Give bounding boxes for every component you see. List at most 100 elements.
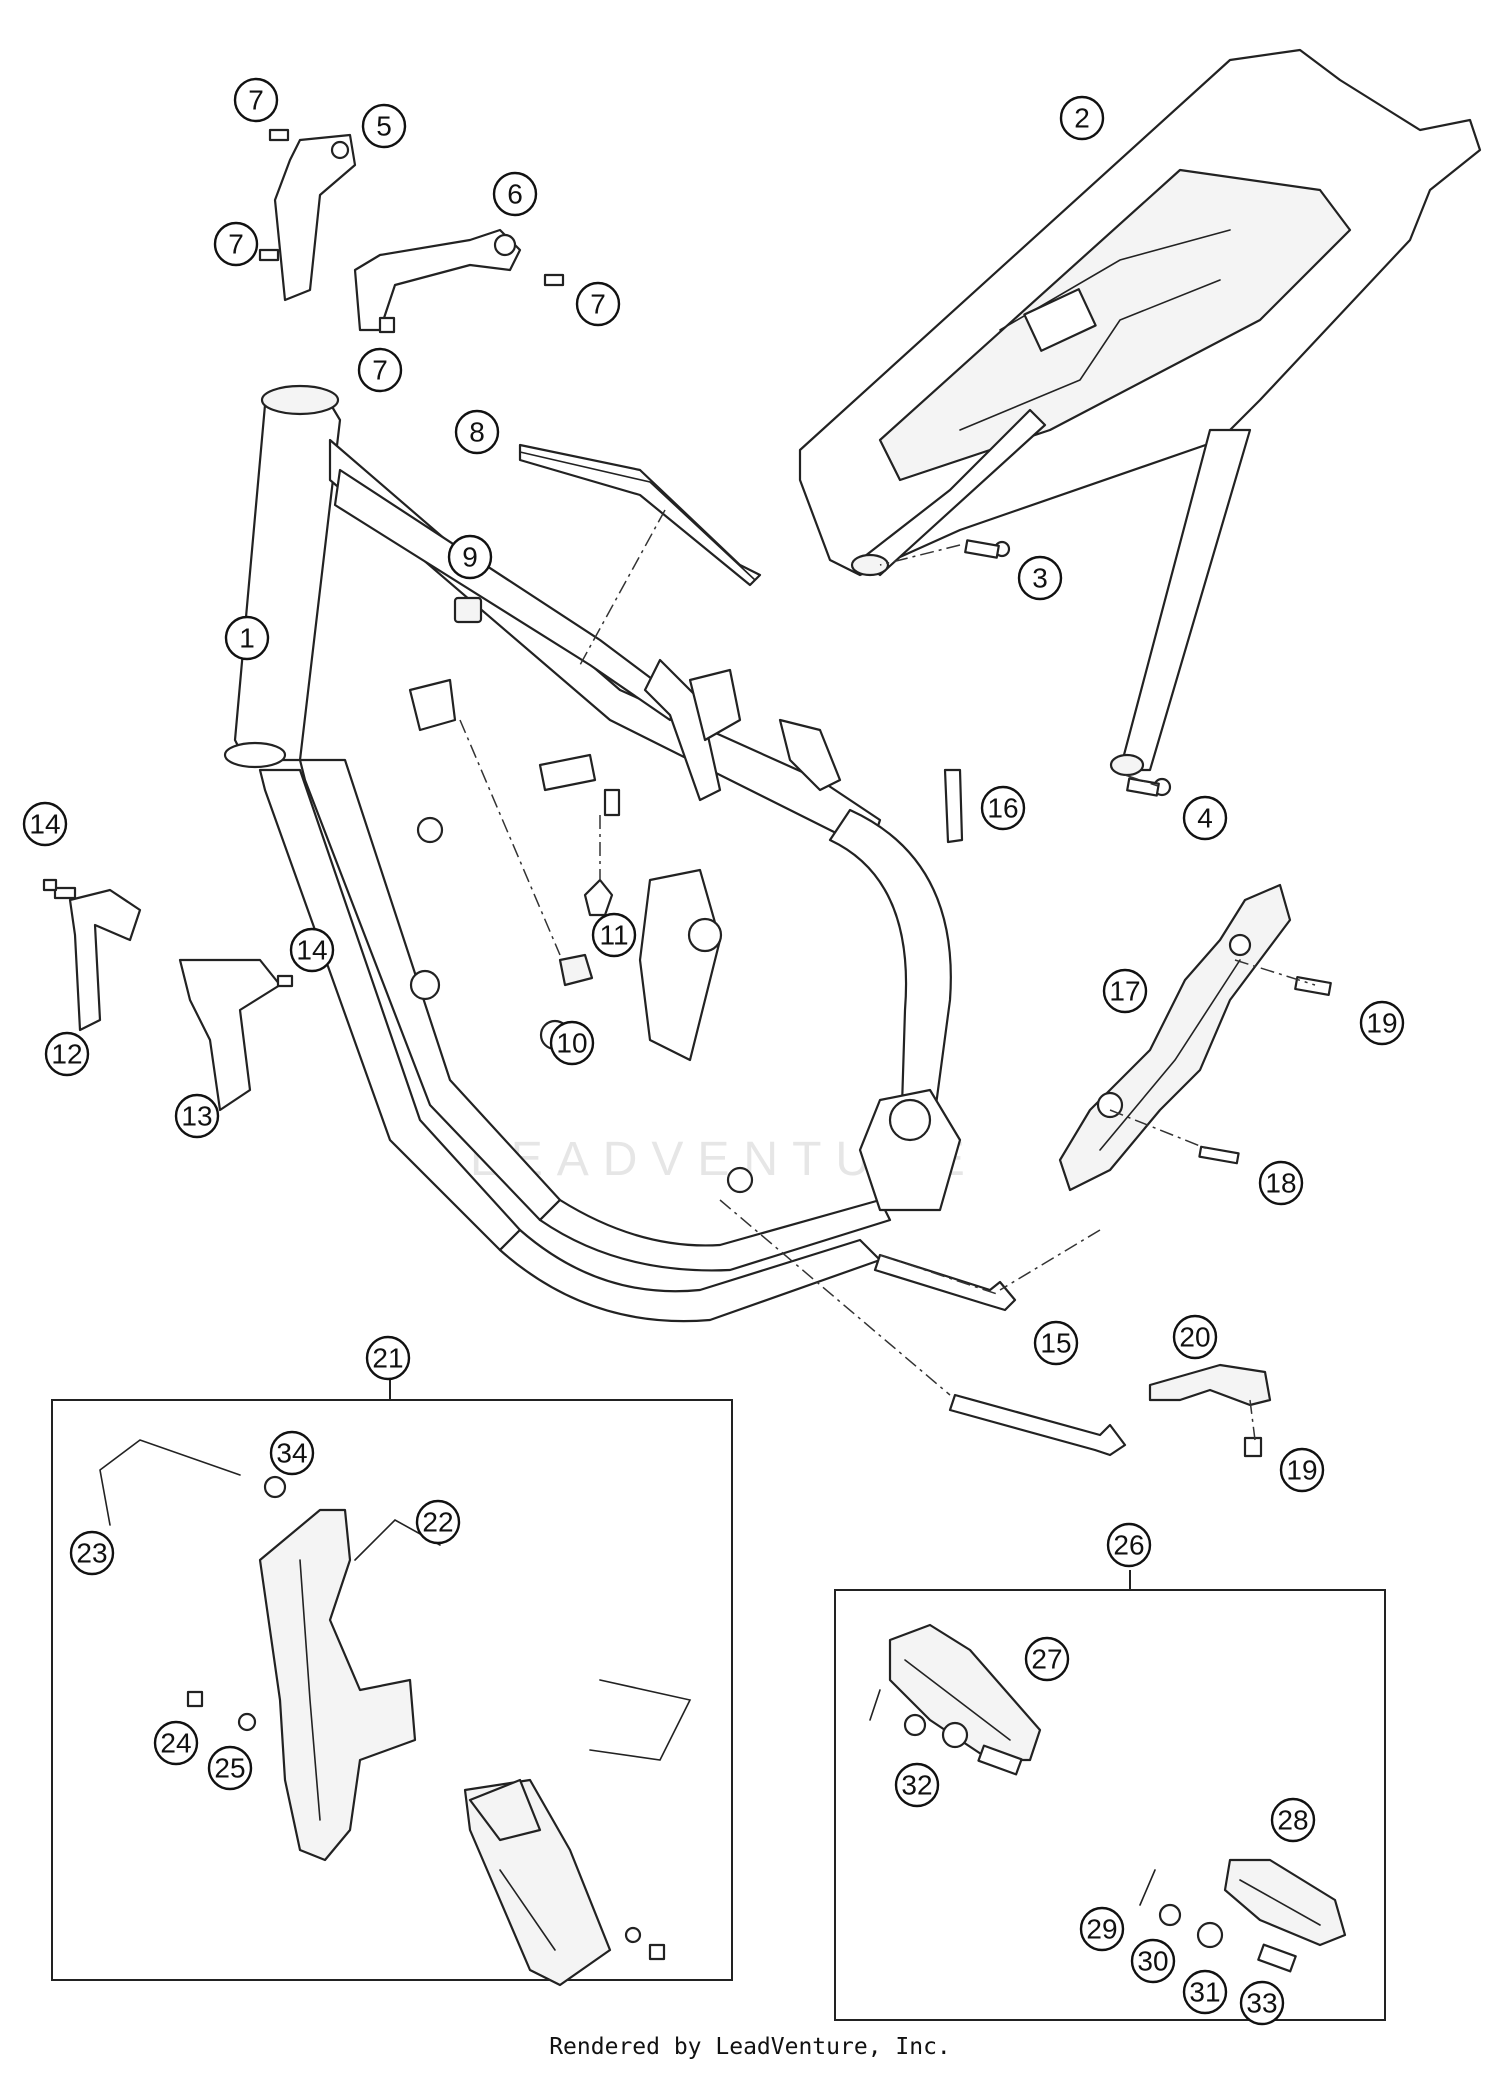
- callout-2: 2: [1059, 95, 1105, 141]
- strap-16: [943, 768, 964, 844]
- svg-text:1: 1: [239, 623, 255, 654]
- svg-text:31: 31: [1189, 1977, 1220, 2008]
- callout-4: 4: [1182, 795, 1228, 841]
- svg-text:7: 7: [228, 229, 244, 260]
- callout-9: 9: [447, 534, 493, 580]
- guide-20: [1148, 1363, 1272, 1407]
- svg-text:5: 5: [376, 111, 392, 142]
- callout-17: 17: [1102, 968, 1148, 1014]
- callout-15: 15: [1033, 1320, 1079, 1366]
- svg-text:34: 34: [276, 1438, 307, 1469]
- frame-guard-right: [463, 1778, 612, 1987]
- callout-14-right: 14: [289, 927, 335, 973]
- svg-text:9: 9: [462, 542, 478, 573]
- svg-text:16: 16: [987, 793, 1018, 824]
- bolt-3: [964, 539, 1011, 559]
- callout-7-left: 7: [213, 221, 259, 267]
- cotter-kit26-left: [869, 1689, 881, 1721]
- svg-text:11: 11: [599, 920, 628, 951]
- cotter-29: [1139, 1869, 1156, 1906]
- callout-3: 3: [1017, 555, 1063, 601]
- cable-8: [518, 443, 762, 587]
- callout-12: 12: [44, 1031, 90, 1077]
- engine-brace-5: [273, 133, 357, 302]
- bolts-14: [42, 878, 294, 988]
- svg-text:17: 17: [1109, 976, 1140, 1007]
- svg-text:7: 7: [590, 289, 606, 320]
- svg-text:28: 28: [1277, 1805, 1308, 1836]
- bracket-13: [178, 958, 282, 1112]
- callout-30: 30: [1130, 1938, 1176, 1984]
- callout-23: 23: [69, 1530, 115, 1576]
- callout-7-bottom: 7: [357, 347, 403, 393]
- pin-33: [1257, 1943, 1297, 1973]
- svg-text:30: 30: [1137, 1946, 1168, 1977]
- callout-10: 10: [549, 1020, 595, 1066]
- svg-text:22: 22: [422, 1507, 453, 1538]
- svg-text:14: 14: [29, 809, 60, 840]
- callout-25: 25: [207, 1745, 253, 1791]
- chain-slider-17: [1058, 883, 1292, 1192]
- callout-20: 20: [1172, 1314, 1218, 1360]
- callout-34: 34: [269, 1430, 315, 1476]
- main-frame: [223, 384, 962, 1323]
- svg-text:10: 10: [556, 1028, 587, 1059]
- svg-text:33: 33: [1246, 1988, 1277, 2019]
- callout-13: 13: [174, 1093, 220, 1139]
- callout-33: 33: [1239, 1980, 1285, 2026]
- fastener-11: [583, 788, 621, 917]
- spring-32: [941, 1721, 969, 1749]
- engine-brace-6: [353, 228, 522, 332]
- svg-text:8: 8: [469, 417, 485, 448]
- pin-kit26-left: [977, 1744, 1023, 1776]
- bracket-12: [53, 886, 142, 1032]
- svg-text:7: 7: [372, 355, 388, 386]
- svg-text:20: 20: [1179, 1322, 1210, 1353]
- callout-22: 22: [415, 1499, 461, 1545]
- callout-16: 16: [980, 785, 1026, 831]
- bolt-19b: [1243, 1436, 1263, 1458]
- svg-text:27: 27: [1031, 1644, 1062, 1675]
- callout-19-lower: 19: [1279, 1447, 1325, 1493]
- callout-7-right: 7: [575, 281, 621, 327]
- svg-text:4: 4: [1197, 803, 1213, 834]
- callout-5: 5: [361, 103, 407, 149]
- svg-text:26: 26: [1113, 1530, 1144, 1561]
- svg-text:3: 3: [1032, 563, 1048, 594]
- svg-text:7: 7: [248, 85, 264, 116]
- svg-text:19: 19: [1286, 1455, 1317, 1486]
- callout-6: 6: [492, 171, 538, 217]
- rear-subframe: [798, 48, 1482, 777]
- svg-text:21: 21: [372, 1343, 403, 1374]
- bolt-19a: [1294, 976, 1332, 996]
- spring-31: [1196, 1921, 1224, 1949]
- bolts-7: [258, 128, 565, 334]
- footpeg-27: [888, 1623, 1042, 1762]
- svg-text:15: 15: [1040, 1328, 1071, 1359]
- screws-kit-bottom: [624, 1926, 666, 1961]
- callout-18: 18: [1258, 1160, 1304, 1206]
- svg-text:19: 19: [1366, 1008, 1397, 1039]
- svg-text:18: 18: [1265, 1168, 1296, 1199]
- callout-31: 31: [1182, 1969, 1228, 2015]
- svg-text:13: 13: [181, 1101, 212, 1132]
- washer-kit26-left: [903, 1713, 927, 1737]
- callout-11: 11: [591, 912, 637, 958]
- callout-29: 29: [1079, 1906, 1125, 1952]
- callout-32: 32: [894, 1762, 940, 1808]
- washer-25: [237, 1712, 257, 1732]
- footpeg-28: [1223, 1858, 1347, 1947]
- bolt-15: [873, 1253, 1127, 1457]
- clip-10: [558, 953, 594, 987]
- svg-text:23: 23: [76, 1538, 107, 1569]
- pin-23: [99, 1439, 241, 1526]
- kit-box-21: [51, 1399, 733, 1981]
- bolt-18: [1198, 1145, 1240, 1165]
- callout-21: 21: [365, 1335, 411, 1381]
- callout-27: 27: [1024, 1636, 1070, 1682]
- svg-text:24: 24: [160, 1728, 191, 1759]
- callout-1: 1: [224, 615, 270, 661]
- callout-8: 8: [454, 409, 500, 455]
- callout-14-left: 14: [22, 801, 68, 847]
- leader-lines: [459, 509, 1316, 1441]
